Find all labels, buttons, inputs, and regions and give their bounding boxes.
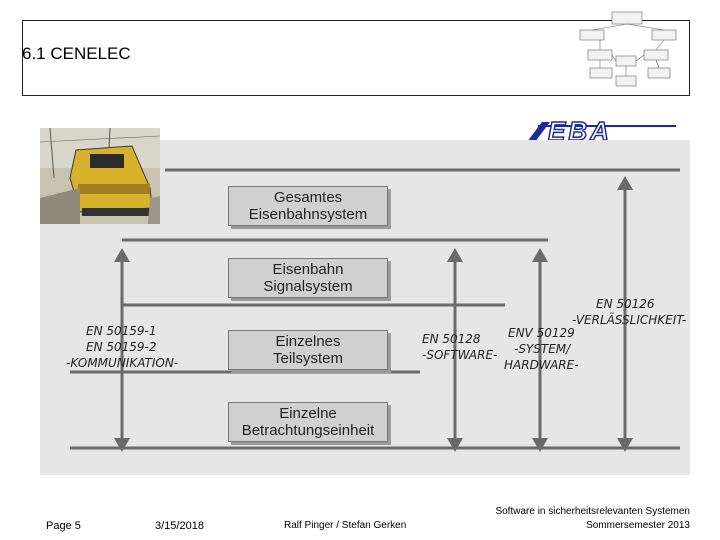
label-line: ENV 50129 <box>508 326 575 340</box>
header-frame <box>22 20 690 96</box>
label-line: EN 50159-2 <box>86 340 157 354</box>
box-line: Signalsystem <box>263 278 353 295</box>
label-en50159: EN 50159-1 EN 50159-2 -KOMMUNIKATION- <box>66 323 178 371</box>
footer-course-line: Sommersemester 2013 <box>586 520 690 531</box>
process-diagram-thumbnail <box>579 11 677 87</box>
train-photo <box>40 128 160 224</box>
footer-authors: Ralf Pinger / Stefan Gerken <box>284 520 407 531</box>
label-line: -SYSTEM/ <box>514 342 571 356</box>
footer-course: Software in sicherheitsrelevanten System… <box>460 505 690 533</box>
box-line: Einzelnes <box>275 333 341 350</box>
slide-title: 6.1 CENELEC <box>22 44 131 63</box>
box-eisenbahn-signalsystem: Eisenbahn Signalsystem <box>228 258 388 298</box>
label-en50126: EN 50126 -VERLÄSSLICHKEIT- <box>572 296 686 328</box>
box-line: Teilsystem <box>272 350 343 367</box>
box-einzelne-betrachtungseinheit: Einzelne Betrachtungseinheit <box>228 402 388 442</box>
label-line: EN 50159-1 <box>86 324 157 338</box>
box-line: Betrachtungseinheit <box>241 422 375 439</box>
label-line: -KOMMUNIKATION- <box>66 356 179 370</box>
label-en50128: EN 50128 -SOFTWARE- <box>422 331 497 363</box>
box-line: Einzelne <box>279 405 337 422</box>
box-line: Eisenbahnsystem <box>248 206 368 223</box>
label-line: EN 50128 <box>422 332 481 346</box>
label-line: -VERLÄSSLICHKEIT- <box>572 313 687 327</box>
label-line: -SOFTWARE- <box>422 348 498 362</box>
box-einzelnes-teilsystem: Einzelnes Teilsystem <box>228 330 388 370</box>
box-gesamtes-eisenbahnsystem: Gesamtes Eisenbahnsystem <box>228 186 388 226</box>
box-line: Eisenbahn <box>272 261 344 278</box>
footer-date: 3/15/2018 <box>155 520 204 532</box>
label-env50129: ENV 50129 -SYSTEM/ HARDWARE- <box>504 325 579 373</box>
footer-course-line: Software in sicherheitsrelevanten System… <box>495 506 690 517</box>
label-line: EN 50126 <box>596 297 655 311</box>
footer-page: Page 5 <box>46 520 81 532</box>
label-line: HARDWARE- <box>504 358 579 372</box>
box-line: Gesamtes <box>273 189 343 206</box>
